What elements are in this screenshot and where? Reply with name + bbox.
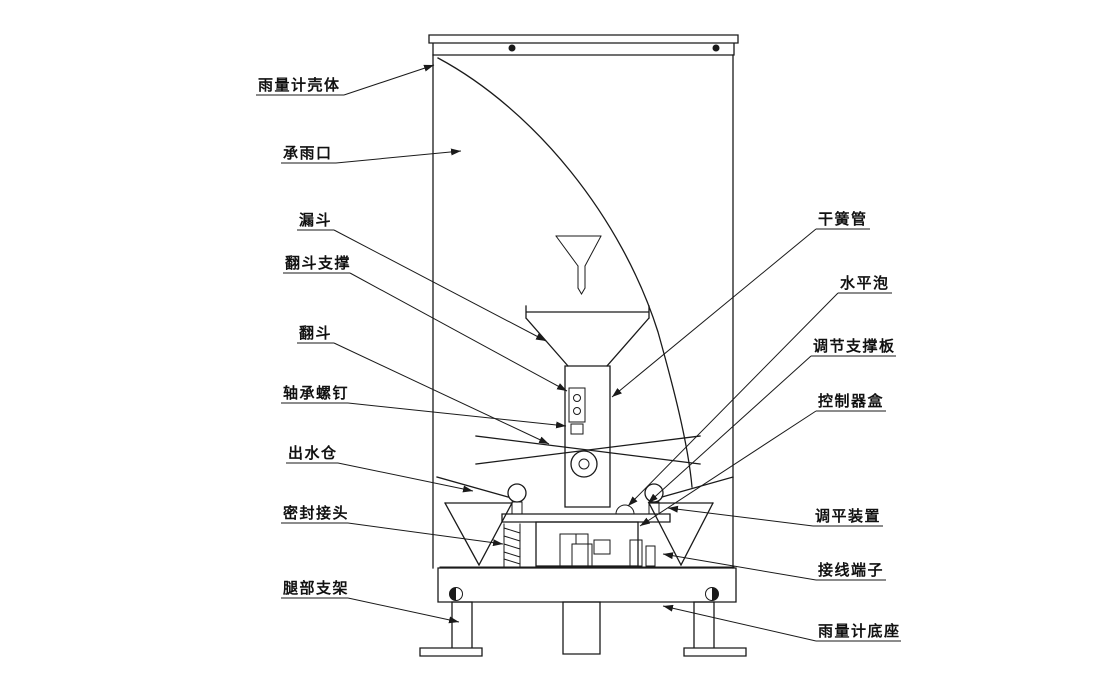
controller-box-detail: [559, 533, 611, 567]
label-terminal: 接线端子: [662, 552, 886, 581]
label-bearing-screw-leader: [347, 402, 567, 429]
sealed-joint-coil: [503, 523, 521, 567]
label-leg-bracket-text: 腿部支架: [283, 579, 349, 597]
base-bolt-right-section: [712, 587, 719, 601]
leg-center: [562, 601, 601, 655]
water-outlet-chambers: [436, 476, 734, 566]
label-sealed-joint: 密封接头: [281, 504, 504, 547]
label-tipping-bucket-text: 翻斗: [299, 324, 332, 342]
label-outlet-chamber: 出水仓: [286, 444, 474, 493]
label-adjust-plate-text: 调节支撑板: [813, 337, 896, 355]
label-terminal-text: 接线端子: [818, 561, 884, 579]
lid-plates: [428, 34, 739, 56]
outlet-funnel-left: [436, 476, 513, 566]
label-gauge-base-text: 雨量计底座: [818, 622, 901, 640]
label-leveling-device: 调平装置: [667, 505, 883, 527]
label-level-bubble-text: 水平泡: [840, 274, 890, 292]
bearing-inner: [578, 458, 590, 470]
leg-left: [419, 601, 483, 657]
funnel-shape: [525, 305, 650, 367]
center-connector: [571, 533, 593, 567]
label-housing: 雨量计壳体: [256, 64, 435, 96]
gauge-top-lid: [428, 34, 739, 56]
label-rain-inlet: 承雨口: [281, 144, 462, 164]
base-bolt-left-section: [449, 587, 456, 601]
label-terminal-leader: [662, 552, 817, 581]
label-bucket-support-leader: [349, 272, 568, 392]
label-leg-bracket: 腿部支架: [281, 579, 460, 624]
label-leveling-device-leader: [667, 505, 814, 527]
lower-mechanism: [501, 483, 671, 567]
label-rain-inlet-leader: [335, 148, 462, 164]
label-housing-text: 雨量计壳体: [258, 76, 341, 94]
bearing-outer: [570, 450, 598, 478]
label-reed-switch: 干簧管: [611, 210, 870, 398]
gauge-base: [437, 566, 737, 603]
label-gauge-base: 雨量计底座: [662, 604, 901, 642]
label-adjust-plate-leader: [647, 355, 812, 504]
leveling-bolt-left: [507, 483, 527, 503]
label-housing-leader: [343, 64, 435, 96]
label-level-bubble-leader: [627, 292, 839, 507]
pivot-bearing: [570, 450, 598, 478]
label-funnel-text: 漏斗: [299, 211, 332, 229]
reed-switch-contact-top: [573, 394, 581, 402]
reed-switch-contact-bottom: [573, 407, 581, 415]
column-body: [564, 365, 611, 508]
label-gauge-base-leader: [662, 604, 817, 642]
label-level-bubble: 水平泡: [627, 274, 892, 507]
label-bucket-support-text: 翻斗支撑: [285, 254, 351, 272]
lid-bolt-right: [712, 44, 720, 52]
label-controller-box: 控制器盒: [639, 392, 886, 527]
label-leveling-device-text: 调平装置: [815, 507, 881, 525]
label-bucket-support: 翻斗支撑: [283, 254, 568, 392]
label-sealed-joint-leader: [347, 522, 504, 547]
label-adjust-plate: 调节支撑板: [647, 337, 896, 504]
label-outlet-chamber-leader: [337, 462, 474, 493]
label-reed-switch-leader: [611, 228, 817, 398]
reed-switch-block: [568, 387, 586, 435]
label-bearing-screw-text: 轴承螺钉: [283, 384, 349, 402]
leg-brackets: [419, 601, 747, 657]
leveling-bolt-left-stem: [511, 501, 523, 515]
label-controller-box-text: 控制器盒: [818, 392, 884, 410]
leg-right: [683, 601, 747, 657]
outlet-funnel-right: [648, 476, 734, 566]
collector-spout: [555, 235, 602, 295]
adjustment-support-plate: [501, 513, 671, 523]
label-rain-inlet-text: 承雨口: [283, 144, 333, 162]
tipping-bucket-wings: [475, 435, 701, 465]
lid-bolt-left: [508, 44, 516, 52]
label-leg-bracket-leader: [347, 597, 460, 624]
label-tipping-bucket-leader: [333, 342, 550, 445]
rain-inlet-curve: [437, 57, 693, 488]
base-plate: [437, 567, 737, 603]
label-funnel: 漏斗: [297, 211, 547, 342]
label-reed-switch-text: 干簧管: [818, 210, 868, 228]
label-bearing-screw: 轴承螺钉: [281, 384, 567, 429]
label-outlet-chamber-text: 出水仓: [288, 444, 338, 462]
label-tipping-bucket: 翻斗: [297, 324, 550, 445]
bucket-support-column: [564, 365, 611, 508]
label-controller-box-leader: [639, 410, 817, 527]
spout-cone: [555, 235, 602, 295]
wiring-terminals: [629, 539, 656, 567]
label-sealed-joint-text: 密封接头: [283, 504, 349, 522]
label-funnel-leader: [333, 229, 547, 342]
level-bubble-dome: [615, 504, 635, 515]
